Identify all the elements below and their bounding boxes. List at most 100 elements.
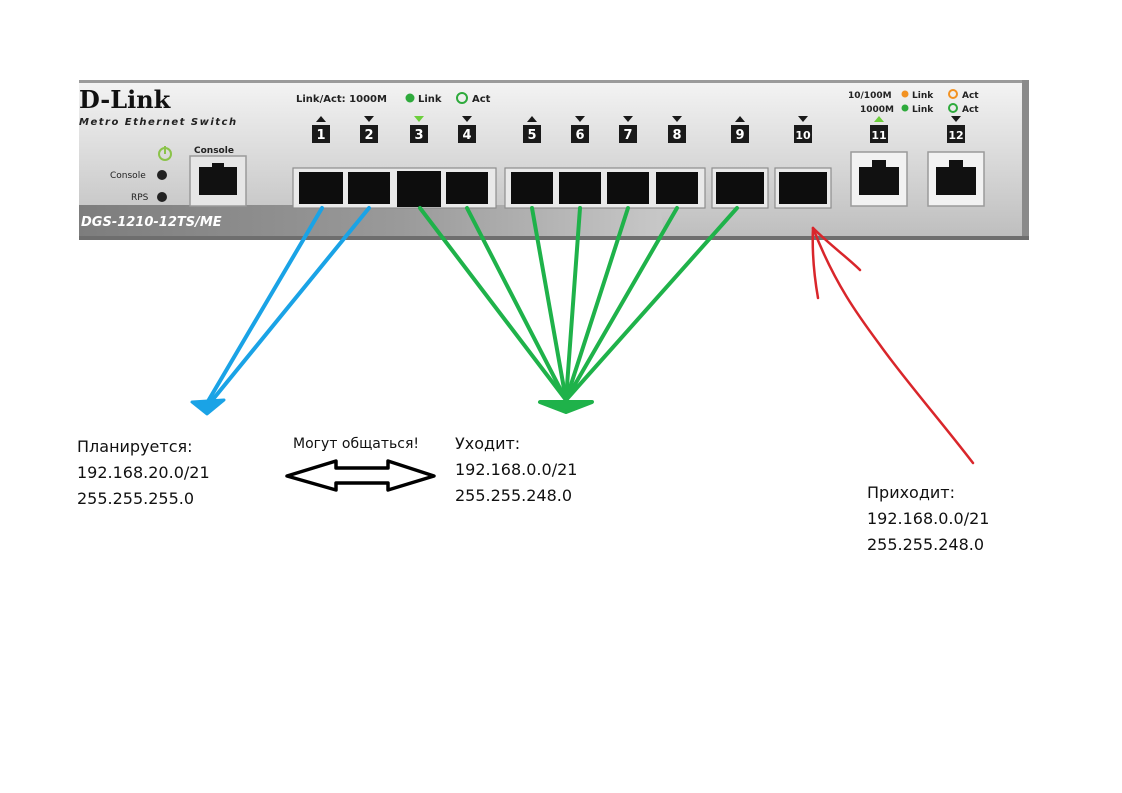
port-2-label: 2: [364, 128, 373, 143]
port-9[interactable]: [716, 172, 764, 204]
panel-bottom-edge: [79, 236, 1029, 240]
port-3-label-box: [410, 125, 428, 143]
port-5-label: 5: [527, 128, 536, 143]
port-7-label-box: [619, 125, 637, 143]
outgoing-mask: 255.255.248.0: [455, 486, 573, 505]
legend-orange-act-icon: [948, 89, 958, 99]
model-band: [79, 205, 665, 240]
incoming-title: Приходит:: [867, 483, 956, 502]
port-5-label-box: [523, 125, 541, 143]
port-11[interactable]: [859, 167, 899, 195]
port-12[interactable]: [936, 167, 976, 195]
port-2-led-icon: [364, 116, 374, 122]
blue-arrow-line-port2: [208, 206, 371, 405]
legend-green-link-icon: [901, 104, 909, 112]
port-7-label: 7: [623, 128, 632, 143]
port-9-label: 9: [735, 128, 744, 143]
port-12-led-icon: [951, 116, 961, 122]
port-2-label-box: [360, 125, 378, 143]
legend-green-act-icon: [948, 103, 958, 113]
legend-right-act-2: Act: [962, 105, 979, 115]
incoming-note: Приходит: 192.168.0.0/21 255.255.248.0: [867, 480, 989, 558]
port-1[interactable]: [299, 172, 343, 204]
legend-left-prefix: Link/Act: 1000M: [296, 94, 387, 105]
port-7-led-icon: [623, 116, 633, 122]
port-3[interactable]: [397, 171, 441, 207]
port-2[interactable]: [348, 172, 390, 204]
port-9-label-box: [731, 125, 749, 143]
legend-act-led-icon: [456, 92, 468, 104]
port-11-notch: [872, 160, 886, 167]
console-port-label: Console: [194, 146, 234, 156]
blue-arrowhead: [190, 398, 226, 416]
legend-left-link: Link: [418, 94, 442, 105]
green-arrowhead: [538, 400, 594, 414]
legend-left-act: Act: [472, 94, 491, 105]
planned-mask: 255.255.255.0: [77, 489, 195, 508]
arrows-layer: [190, 206, 975, 492]
port-3-led-icon: [414, 116, 424, 122]
legend-orange-link-icon: [901, 90, 909, 98]
port-10-label-box: [794, 125, 812, 143]
port-10[interactable]: [779, 172, 827, 204]
double-arrow: [285, 459, 436, 492]
console-port-notch: [212, 163, 224, 168]
green-arrow-line-port5: [530, 206, 568, 402]
led-rps-label: RPS: [131, 193, 149, 203]
panel-top-edge: [79, 80, 1029, 83]
planned-network: 192.168.20.0/21: [77, 463, 210, 482]
port-6-label-box: [571, 125, 589, 143]
panel-right-edge: [1022, 80, 1029, 240]
planned-title: Планируется:: [77, 437, 193, 456]
port-8-label: 8: [672, 128, 681, 143]
port-9-led-icon: [735, 116, 745, 122]
legend-right-speed-1: 10/100M: [848, 91, 892, 101]
port-6[interactable]: [559, 172, 601, 204]
port-10-label: 10: [795, 129, 811, 142]
incoming-network: 192.168.0.0/21: [867, 509, 990, 528]
red-arrow-line: [811, 226, 975, 465]
port-1-label: 1: [316, 128, 325, 143]
port-1-label-box: [312, 125, 330, 143]
port-4-led-icon: [462, 116, 472, 122]
port-11-label-box: [870, 125, 888, 143]
green-arrow-line-port4: [465, 206, 568, 402]
port-4[interactable]: [446, 172, 488, 204]
port-4-label-box: [458, 125, 476, 143]
port-11-led-icon: [874, 116, 884, 122]
led-console-label: Console: [110, 171, 146, 181]
green-arrow-line-port7: [564, 206, 630, 402]
port-5[interactable]: [511, 172, 553, 204]
red-arrowhead-left: [811, 226, 820, 300]
port-11-label: 11: [871, 129, 886, 142]
outgoing-note: Уходит: 192.168.0.0/21 255.255.248.0: [455, 431, 577, 509]
brand-subtitle: Metro Ethernet Switch: [79, 117, 238, 128]
brand-logo: D-Link: [79, 85, 172, 114]
legend-right-speed-2: 1000M: [860, 105, 894, 115]
port-7[interactable]: [607, 172, 649, 204]
legend-right-link-1: Link: [912, 91, 934, 101]
green-arrow-line-port9: [564, 206, 739, 402]
port-8-led-icon: [672, 116, 682, 122]
communicate-label: Могут общаться!: [293, 436, 419, 452]
port-5-led-icon: [527, 116, 537, 122]
incoming-mask: 255.255.248.0: [867, 535, 985, 554]
blue-arrow-line-port1: [205, 206, 324, 405]
port-3-label: 3: [414, 128, 423, 143]
legend-right-link-2: Link: [912, 105, 934, 115]
outgoing-network: 192.168.0.0/21: [455, 460, 578, 479]
port-8[interactable]: [656, 172, 698, 204]
port-6-label: 6: [575, 128, 584, 143]
port-10-led-icon: [798, 116, 808, 122]
outgoing-title: Уходит:: [455, 434, 521, 453]
port-6-led-icon: [575, 116, 585, 122]
green-arrow-lines: [418, 206, 739, 402]
console-led: [157, 170, 167, 180]
port-12-label: 12: [948, 129, 963, 142]
green-arrow-line-port8: [564, 206, 679, 402]
green-arrow-line-port3: [418, 206, 568, 402]
port-1-led-icon: [316, 116, 326, 122]
red-arrowhead-right: [811, 226, 862, 272]
